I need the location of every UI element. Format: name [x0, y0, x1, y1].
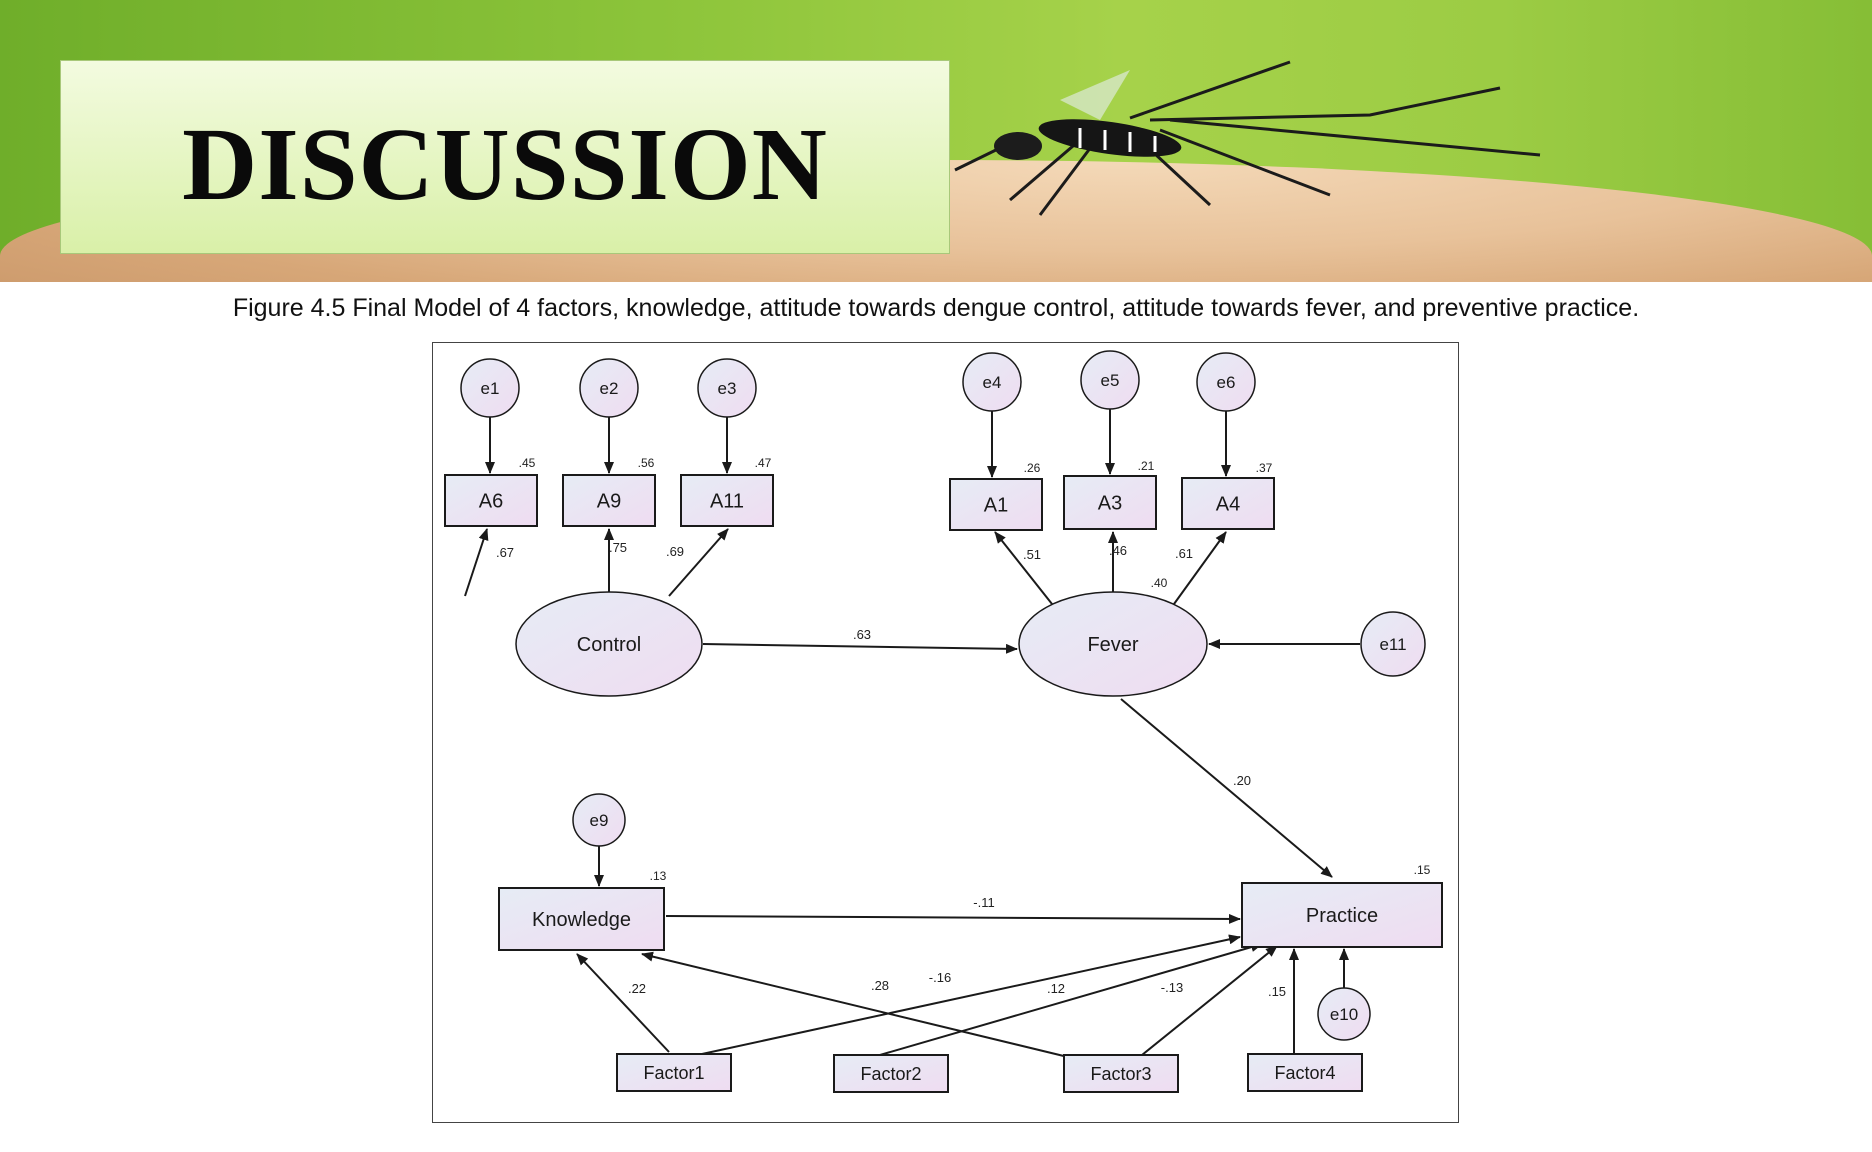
coef-factor3-knowledge: .28: [871, 978, 889, 993]
label-e1: e1: [481, 379, 500, 398]
label-e11: e11: [1379, 635, 1406, 654]
observed-node-factor2: Factor2: [834, 1055, 948, 1092]
observed-node-knowledge: Knowledge: [499, 888, 664, 950]
coef-control-a11: .69: [666, 544, 684, 559]
label-practice: Practice: [1306, 905, 1378, 927]
coef-fever-a4: .61: [1175, 546, 1193, 561]
observed-node-factor1: Factor1: [617, 1054, 731, 1091]
r-squared-a9: .56: [638, 456, 655, 470]
r-squared-fever: .40: [1151, 576, 1168, 590]
label-e10: e10: [1330, 1005, 1358, 1024]
observed-node-a6: A6: [445, 475, 537, 526]
label-factor1: Factor1: [643, 1063, 704, 1083]
coef-fever-a3: .46: [1109, 543, 1127, 558]
error-node-e10: e10: [1318, 988, 1370, 1040]
header-banner: DISCUSSION: [0, 0, 1872, 282]
label-e9: e9: [590, 811, 609, 830]
observed-node-a11: A11: [681, 475, 773, 526]
label-e6: e6: [1217, 373, 1236, 392]
r-squared-a11: .47: [755, 456, 772, 470]
label-factor4: Factor4: [1274, 1063, 1335, 1083]
coef-control-a6: .67: [496, 545, 514, 560]
observed-node-factor3: Factor3: [1064, 1055, 1178, 1092]
label-a3: A3: [1098, 493, 1122, 515]
figure-caption: Figure 4.5 Final Model of 4 factors, kno…: [0, 294, 1872, 323]
error-node-e2: e2: [580, 359, 638, 417]
label-a4: A4: [1216, 494, 1240, 516]
label-control: Control: [577, 634, 641, 656]
observed-node-a4: A4: [1182, 478, 1274, 529]
coef-factor1-knowledge: .22: [628, 981, 646, 996]
label-a11: A11: [710, 491, 744, 513]
label-e3: e3: [718, 379, 737, 398]
observed-node-a9: A9: [563, 475, 655, 526]
coef-fever-practice: .20: [1233, 773, 1251, 788]
slide-title: DISCUSSION: [61, 105, 949, 224]
sem-path-diagram: e1 e2 e3 e4 e5 e6 e9 e10 e11 Control Fever A6 A9 A11 A…: [432, 342, 1460, 1124]
coef-fever-a1: .51: [1023, 547, 1041, 562]
error-node-e11: e11: [1361, 612, 1425, 676]
label-a1: A1: [984, 495, 1008, 517]
label-knowledge: Knowledge: [532, 909, 631, 931]
r-squared-a3: .21: [1138, 459, 1155, 473]
label-factor2: Factor2: [860, 1064, 921, 1084]
coef-control-fever: .63: [853, 627, 871, 642]
coef-control-a9: .75: [609, 540, 627, 555]
label-e4: e4: [983, 373, 1002, 392]
r-squared-practice: .15: [1414, 863, 1431, 877]
r-squared-knowledge: .13: [650, 869, 667, 883]
coef-factor1-practice: -.16: [929, 970, 951, 985]
r-squared-a6: .45: [519, 456, 536, 470]
observed-node-factor4: Factor4: [1248, 1054, 1362, 1091]
observed-node-a3: A3: [1064, 476, 1156, 529]
error-node-e4: e4: [963, 353, 1021, 411]
title-box: DISCUSSION: [60, 60, 950, 254]
label-fever: Fever: [1087, 634, 1138, 656]
label-e5: e5: [1101, 371, 1120, 390]
latent-node-fever: Fever: [1019, 592, 1207, 696]
observed-node-practice: Practice: [1242, 883, 1442, 947]
label-a9: A9: [597, 491, 621, 513]
error-node-e1: e1: [461, 359, 519, 417]
error-node-e6: e6: [1197, 353, 1255, 411]
label-e2: e2: [600, 379, 619, 398]
latent-node-control: Control: [516, 592, 702, 696]
coef-factor2-practice: .12: [1047, 981, 1065, 996]
error-node-e9: e9: [573, 794, 625, 846]
coef-factor4-practice: .15: [1268, 984, 1286, 999]
coef-knowledge-practice: -.11: [973, 895, 994, 910]
label-a6: A6: [479, 491, 503, 513]
error-node-e5: e5: [1081, 351, 1139, 409]
error-node-e3: e3: [698, 359, 756, 417]
coef-factor3-practice: -.13: [1161, 980, 1183, 995]
r-squared-a4: .37: [1256, 461, 1273, 475]
r-squared-a1: .26: [1024, 461, 1041, 475]
label-factor3: Factor3: [1090, 1064, 1151, 1084]
observed-node-a1: A1: [950, 479, 1042, 530]
diagram-frame: [433, 343, 1459, 1123]
